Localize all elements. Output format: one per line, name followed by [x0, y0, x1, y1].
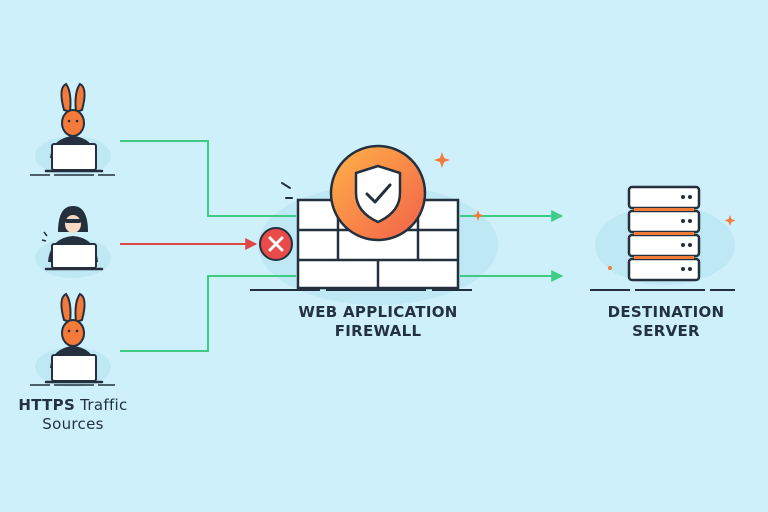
bottom-allowed-connector: [120, 275, 296, 352]
server-label: DESTINATION SERVER: [566, 303, 766, 341]
server-rack-icon: [590, 185, 740, 291]
waf-label-line1: WEB APPLICATION: [298, 303, 458, 321]
sources-label-line2: Sources: [42, 415, 104, 433]
blocked-x-icon: [259, 227, 293, 261]
firewall-wall: [250, 198, 500, 291]
shield-check-icon: [281, 144, 484, 242]
sources-label-bold: HTTPS: [18, 396, 76, 414]
rabbit-user-icon: [30, 82, 115, 176]
waf-label-line2: FIREWALL: [334, 322, 422, 340]
server-label-line2: SERVER: [632, 322, 700, 340]
rabbit-user-icon: [30, 292, 115, 387]
waf-label: WEB APPLICATION FIREWALL: [268, 303, 488, 341]
sources-label-line1: HTTPS Traffic: [0, 396, 146, 415]
top-allowed-connector: [120, 140, 296, 217]
server-label-line1: DESTINATION: [607, 303, 725, 321]
sources-label-rest: Traffic: [75, 396, 128, 414]
sources-label: HTTPS Traffic Sources: [0, 396, 146, 434]
hacker-icon: [35, 206, 111, 278]
